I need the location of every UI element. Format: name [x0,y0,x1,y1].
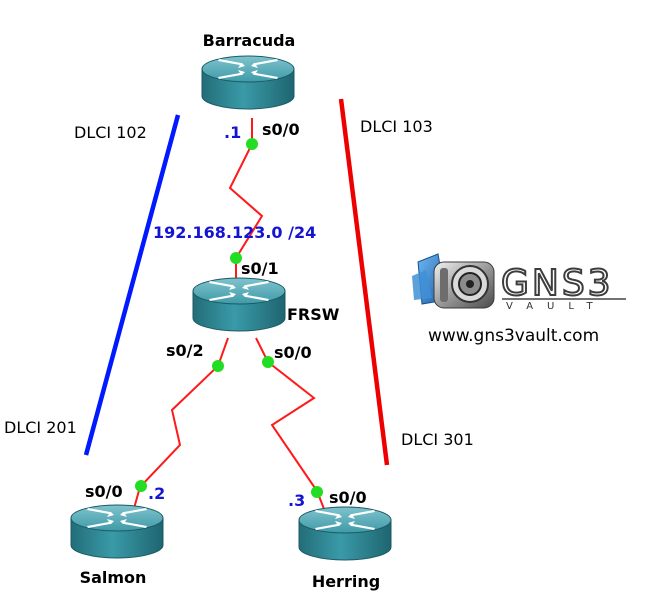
dlci-102-line [83,114,181,456]
port-dot-herring-s00 [311,486,323,498]
router-salmon-icon[interactable] [70,504,164,559]
dlci-201-label: DLCI 201 [4,418,77,437]
port-label-frsw-s02: s0/2 [166,341,204,360]
port-dot-barracuda-s00 [246,138,258,150]
subnet-label: 192.168.123.0 /24 [153,223,316,242]
dlci-301-label: DLCI 301 [401,430,474,449]
ip-label-herring: .3 [288,491,305,510]
ip-label-barracuda: .1 [224,123,241,142]
port-dot-frsw-s01 [230,252,242,264]
port-dot-frsw-s00 [262,356,274,368]
port-label-barracuda-s00: s0/0 [262,120,300,139]
logo-brand: GNS3 [501,263,614,304]
port-label-salmon-s00: s0/0 [85,482,123,501]
port-label-frsw-s01: s0/1 [241,259,279,278]
router-name-frsw: FRSW [287,305,340,324]
port-dot-frsw-s02 [212,360,224,372]
dlci-102-label: DLCI 102 [74,123,147,142]
logo-sub: VAULT [506,301,607,312]
logo-url: www.gns3vault.com [428,326,599,346]
router-name-herring: Herring [312,572,380,591]
port-label-herring-s00: s0/0 [329,488,367,507]
router-name-barracuda: Barracuda [203,31,296,50]
vault-door-icon [433,261,495,309]
gns3-vault-logo: GNS3 VAULT www.gns3vault.com [412,253,626,346]
router-name-salmon: Salmon [80,568,147,587]
router-frsw-icon[interactable] [192,277,286,332]
dlci-103-line [338,98,390,466]
port-label-frsw-s00: s0/0 [274,343,312,362]
ip-label-salmon: .2 [148,484,165,503]
port-dot-salmon-s00 [135,480,147,492]
router-barracuda-icon[interactable] [201,55,295,110]
router-herring-icon[interactable] [298,506,392,561]
dlci-103-label: DLCI 103 [360,117,433,136]
